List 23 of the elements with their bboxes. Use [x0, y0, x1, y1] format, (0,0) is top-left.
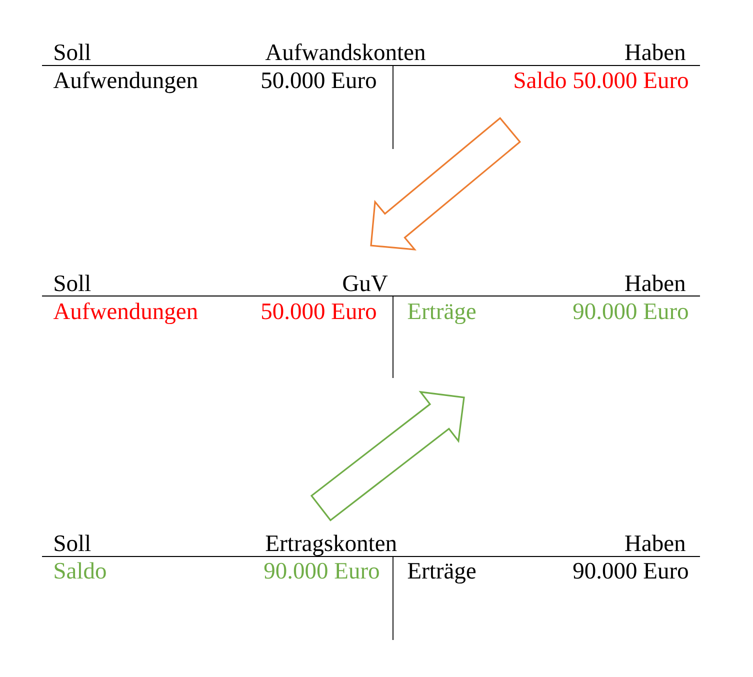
- balance-entry: Saldo 50.000 Euro: [514, 72, 688, 88]
- column-heading: Haben: [625, 274, 686, 292]
- amount: 90.000 Euro: [573, 303, 688, 320]
- entry-label: Aufwendungen: [53, 71, 198, 94]
- account-title: GuV: [343, 275, 388, 292]
- entry-label: Erträge: [408, 563, 476, 584]
- amount: 50.000 Euro: [262, 303, 376, 320]
- account-title: Ertragskonten: [266, 534, 397, 556]
- column-heading: Haben: [625, 534, 686, 552]
- t-account: [42, 534, 700, 640]
- amount: 50.000 Euro: [262, 72, 376, 88]
- column-heading: Soll: [54, 274, 91, 292]
- t-account: [42, 43, 700, 150]
- column-heading: Haben: [625, 44, 686, 60]
- amount: 90.000 Euro: [573, 562, 688, 579]
- t-account: [42, 274, 700, 378]
- account-title: Aufwandskonten: [265, 43, 426, 60]
- entry-label: Aufwendungen: [53, 302, 198, 324]
- entry-label: Erträge: [408, 304, 476, 324]
- column-heading: Soll: [54, 534, 91, 552]
- entry-label: Saldo: [54, 562, 106, 579]
- column-heading: Soll: [54, 44, 91, 60]
- amount: 90.000 Euro: [264, 562, 379, 579]
